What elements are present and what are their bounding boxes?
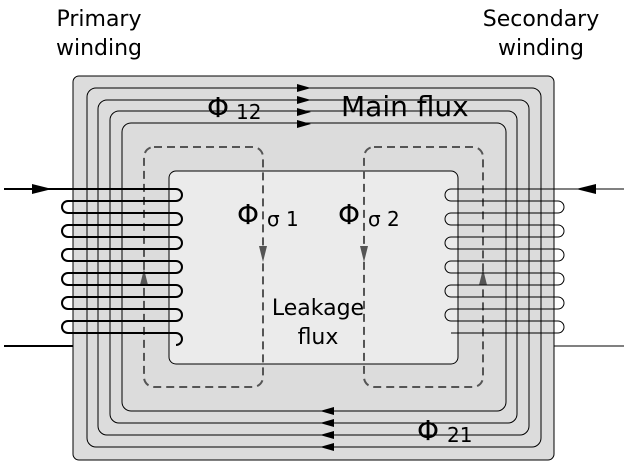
main-flux-arrows-bottom [320, 407, 334, 451]
main-flux-arrows-top [297, 84, 311, 128]
leakage-loop-primary [143, 146, 264, 388]
leakage-arrow-up-1 [140, 269, 148, 285]
secondary-label-line1: Secondary [483, 7, 600, 32]
primary-label-line2: winding [56, 36, 142, 61]
phi-21-symbol: Φ [417, 414, 439, 447]
leakage-label-line1: Leakage [272, 296, 364, 321]
phi-sigma1-subscript: σ 1 [267, 207, 299, 231]
main-flux-label: Main flux [341, 90, 469, 123]
secondary-winding [444, 184, 624, 347]
phi-sigma2-symbol: Φ [338, 198, 360, 231]
secondary-label-line2: winding [498, 36, 584, 61]
phi-sigma1-symbol: Φ [237, 198, 259, 231]
leakage-arrow-down-1 [259, 246, 267, 262]
primary-label-line1: Primary [56, 7, 141, 32]
leakage-label-line2: flux [298, 325, 339, 350]
leakage-loop-secondary [363, 146, 484, 388]
core-window [168, 170, 459, 365]
phi-12-symbol: Φ [207, 91, 229, 124]
leakage-arrow-down-2 [360, 246, 368, 262]
primary-winding [4, 184, 183, 347]
phi-21-subscript: 21 [447, 423, 472, 447]
phi-sigma2-subscript: σ 2 [368, 207, 400, 231]
leakage-arrow-up-2 [479, 269, 487, 285]
phi-12-subscript: 12 [236, 100, 261, 124]
